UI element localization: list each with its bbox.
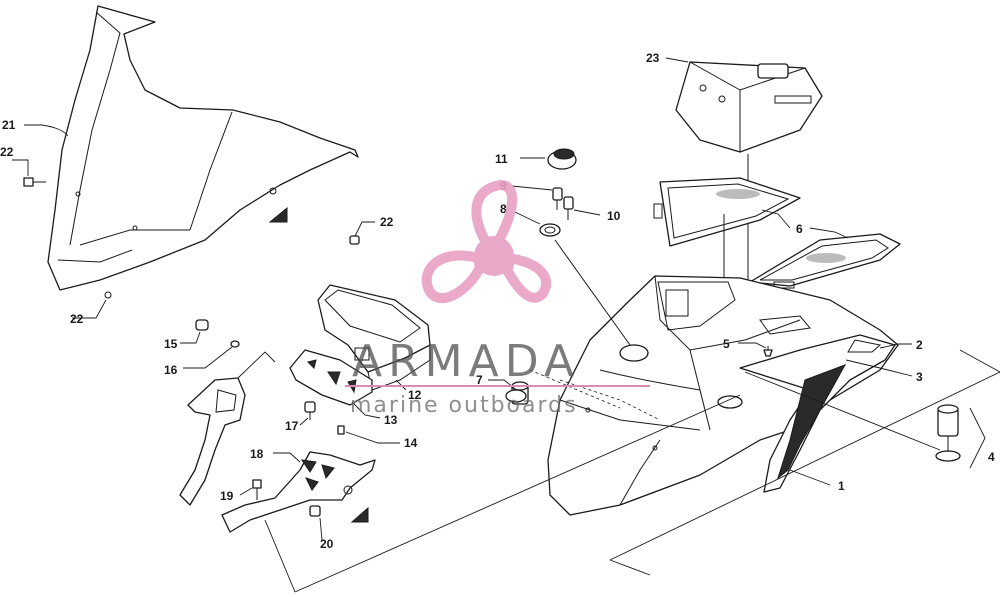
power-outlet-part	[935, 404, 961, 462]
lower-mount-bracket	[221, 451, 376, 533]
callout-4: 4	[988, 450, 995, 464]
side-panel-lower	[749, 233, 901, 289]
callout-14: 14	[404, 436, 418, 450]
nut-20	[309, 505, 321, 517]
watermark-brand: ARMADA	[352, 336, 580, 387]
callout-19: 19	[220, 489, 234, 503]
windshield-nut-right	[349, 235, 360, 245]
callout-1: 1	[838, 479, 845, 493]
callout-11: 11	[495, 152, 508, 166]
screw-19	[252, 479, 262, 500]
watermark-tagline: marine outboards	[350, 393, 578, 418]
callout-7: 7	[476, 373, 483, 387]
callout-21: 21	[2, 118, 16, 132]
key-nut-part	[539, 223, 561, 237]
callout-10: 10	[607, 209, 621, 223]
callout-20: 20	[320, 537, 334, 551]
trim-rail-part	[739, 334, 896, 493]
ignition-keys-part	[552, 187, 574, 220]
callout-5: 5	[723, 337, 730, 351]
callout-22-left: 22	[0, 145, 14, 159]
callout-2: 2	[916, 338, 923, 352]
windshield-part	[23, 5, 360, 299]
arrow-marker-lower-icon	[350, 506, 369, 523]
storage-box-part	[675, 61, 823, 153]
left-mount-bracket	[179, 377, 246, 506]
callout-18: 18	[250, 447, 264, 461]
gauge-bracket-part	[289, 349, 373, 406]
gauge-part	[317, 284, 431, 391]
side-panel-upper	[653, 177, 801, 247]
bolt-17	[304, 401, 316, 420]
washer-16	[230, 340, 240, 348]
callout-12: 12	[408, 388, 422, 402]
callout-8: 8	[500, 202, 507, 216]
callout-15: 15	[164, 337, 178, 351]
callout-17: 17	[285, 419, 299, 433]
callout-22-right: 22	[380, 215, 394, 229]
callout-22-bottom: 22	[70, 312, 84, 326]
small-nut-14	[337, 425, 345, 435]
hood-part	[547, 275, 899, 516]
small-bolt-5	[763, 346, 773, 357]
callout-6: 6	[796, 222, 803, 236]
callout-3: 3	[916, 370, 923, 384]
propeller-logo-icon	[421, 180, 552, 303]
nut-15	[195, 319, 209, 331]
key-cap-part	[547, 148, 577, 170]
callout-13: 13	[384, 413, 398, 427]
callout-23: 23	[646, 51, 660, 65]
windshield-screw	[23, 177, 46, 187]
arrow-marker-icon	[268, 206, 288, 223]
callout-16: 16	[164, 363, 178, 377]
